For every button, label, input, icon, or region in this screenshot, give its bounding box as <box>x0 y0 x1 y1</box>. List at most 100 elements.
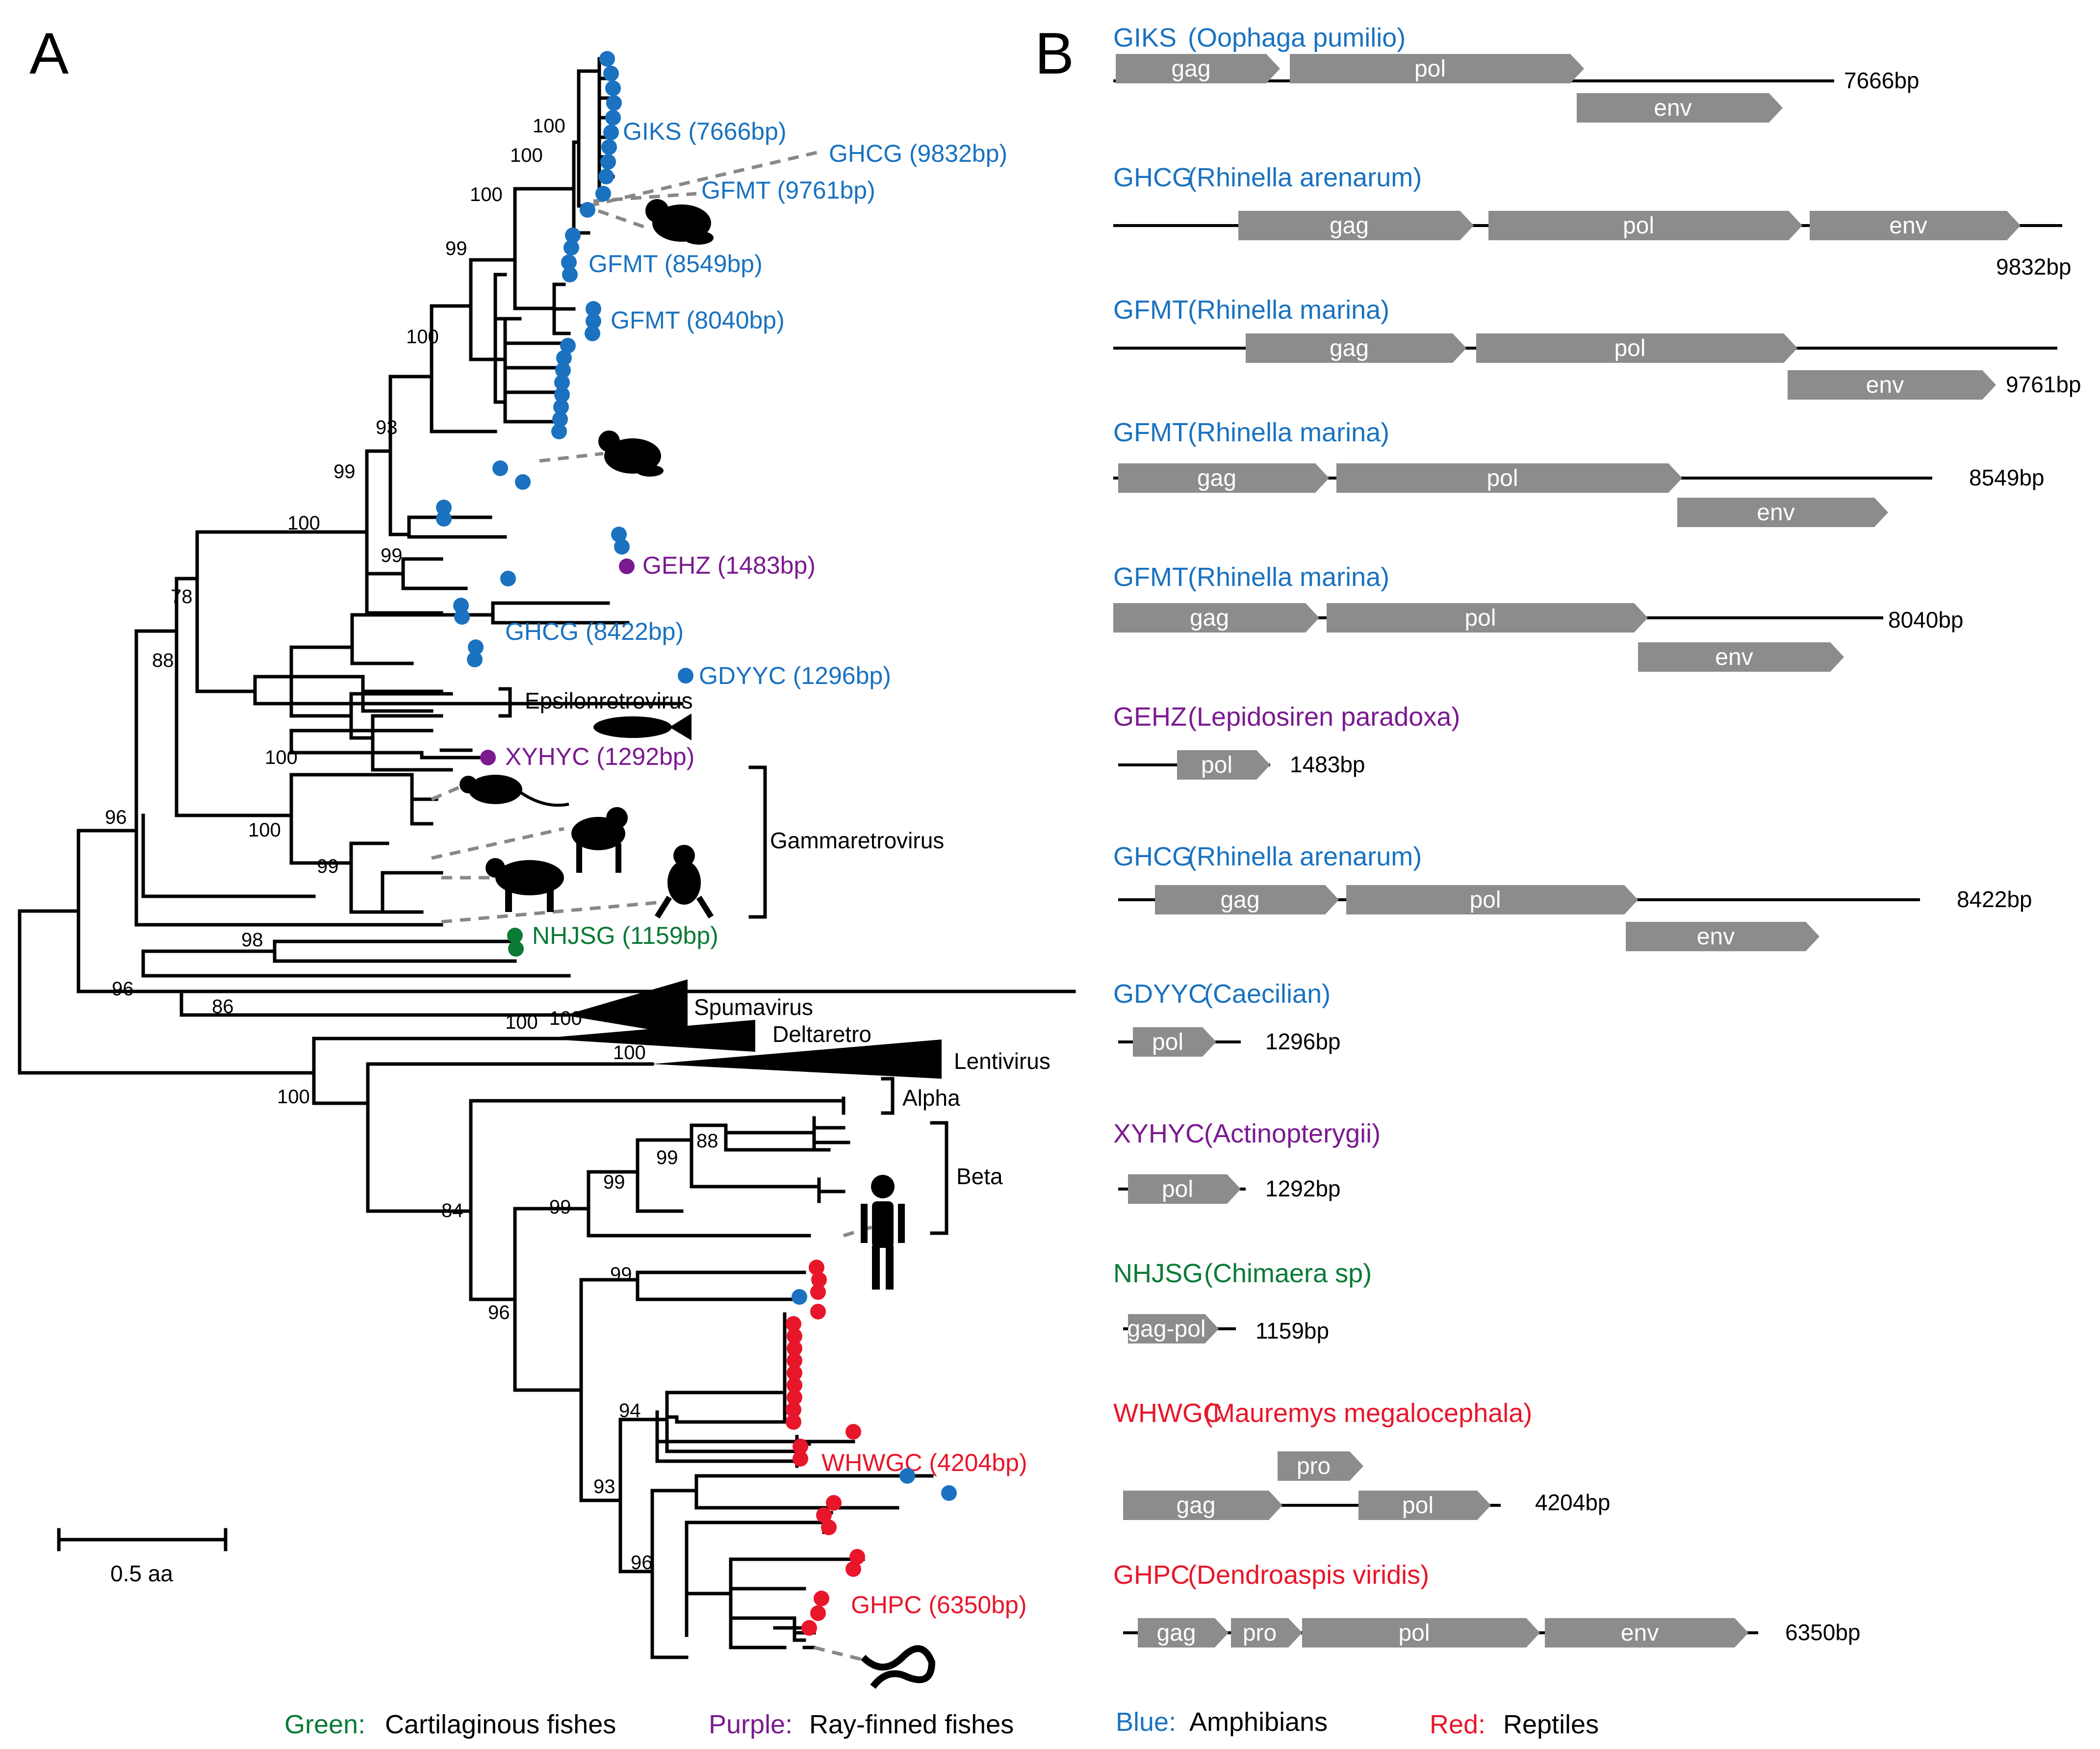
leaf-dot <box>816 1507 832 1523</box>
leaf-dot <box>507 928 523 943</box>
gene-gag-segment <box>1113 603 1319 633</box>
genome-length: 1296bp <box>1265 1029 1341 1054</box>
gene-pol-segment <box>1346 885 1638 914</box>
bootstrap-value: 93 <box>376 417 398 438</box>
genome-species: (Caecilian) <box>1204 979 1331 1009</box>
genome-species: (Rhinella marina) <box>1188 418 1389 447</box>
bootstrap-value: 78 <box>171 586 193 608</box>
gene-pro-segment <box>1278 1451 1363 1481</box>
genome-length: 9832bp <box>1996 254 2072 279</box>
leaf-dot <box>811 1272 827 1288</box>
genome-name: GDYYC <box>1113 979 1207 1009</box>
leaf-dot <box>605 80 621 96</box>
gene-pol-segment <box>1177 750 1270 780</box>
clade-gammaretrovirus: Gammaretrovirus <box>770 828 944 853</box>
leaf-dot <box>786 1316 801 1332</box>
gene-pol-segment <box>1476 333 1797 363</box>
leaf-dot <box>595 186 611 202</box>
bootstrap-value: 96 <box>105 807 127 828</box>
gene-label: gag <box>1171 56 1210 82</box>
genome-row: GDYYC(Caecilian) pol 1296bp <box>1113 979 1341 1057</box>
bootstrap-value: 100 <box>510 145 543 166</box>
bootstrap-value: 100 <box>287 512 320 534</box>
clade-epsilonretrovirus: Epsilonretrovirus <box>525 688 693 713</box>
gene-label: pro <box>1243 1620 1277 1646</box>
leaf-dot <box>849 1549 865 1565</box>
frog-icon <box>654 845 714 919</box>
genome-species: (Rhinella marina) <box>1188 562 1389 592</box>
leaf-dot <box>611 527 627 542</box>
gene-env-segment <box>1545 1618 1748 1648</box>
gene-label: gag <box>1220 887 1259 913</box>
gene-label: gag <box>1190 605 1229 631</box>
bootstrap-value: 98 <box>241 929 263 951</box>
human-icon <box>861 1175 905 1290</box>
gene-label: env <box>1621 1620 1659 1646</box>
genome-name: GFMT <box>1113 418 1188 447</box>
leaf-dot <box>826 1495 842 1511</box>
legend-key-purple: Purple: <box>709 1710 793 1739</box>
leaf-dot <box>436 500 452 515</box>
gene-gag-segment <box>1118 463 1329 493</box>
leaf-dot <box>619 558 635 574</box>
leaf-dot <box>453 598 469 613</box>
leaf-dot <box>786 1414 801 1430</box>
gene-label: pol <box>1614 335 1645 361</box>
leaf-dot <box>614 539 630 555</box>
leaf-dot <box>598 169 614 184</box>
bootstrap-value: 99 <box>317 856 339 877</box>
bootstrap-value: 99 <box>610 1264 632 1285</box>
legend-key-blue: Blue: <box>1116 1707 1176 1737</box>
bootstrap-value: 99 <box>333 461 356 482</box>
leaf-dot <box>601 139 617 155</box>
leaf-dot <box>793 1451 808 1467</box>
genome-species: (Actinopterygii) <box>1204 1119 1381 1148</box>
gene-label: pol <box>1152 1029 1183 1055</box>
genome-species: (Rhinella arenarum) <box>1188 163 1422 192</box>
genome-length: 6350bp <box>1785 1620 1861 1645</box>
gene-label: pol <box>1414 56 1446 82</box>
genome-length: 8422bp <box>1957 887 2032 912</box>
leaf-dot <box>454 609 470 625</box>
gene-pol-segment <box>1336 463 1682 493</box>
bootstrap-value: 100 <box>265 747 298 768</box>
taxon-label-nhjsg: NHJSG (1159bp) <box>532 922 718 949</box>
leaf-dot <box>515 474 531 490</box>
gene-label: pol <box>1398 1620 1430 1646</box>
gene-gag-segment <box>1155 885 1339 914</box>
genome-length: 1159bp <box>1255 1318 1329 1343</box>
leaf-dot <box>468 639 484 655</box>
bootstrap-value: 100 <box>533 115 565 137</box>
genome-length: 1483bp <box>1290 752 1365 777</box>
leaf-dot <box>603 66 619 81</box>
genome-species: (Oophaga pumilio) <box>1188 23 1406 52</box>
gene-gag-segment <box>1246 333 1466 363</box>
gene-label: gag <box>1197 465 1236 491</box>
genome-length: 8040bp <box>1888 607 1964 633</box>
legend-text-blue: Amphibians <box>1189 1707 1328 1737</box>
genome-length: 9761bp <box>2006 372 2081 397</box>
genome-name: GIKS <box>1113 23 1177 52</box>
leaf-dot <box>586 313 601 329</box>
taxon-label-ghcg-9832: GHCG (9832bp) <box>829 140 1007 167</box>
gene-label: pol <box>1486 465 1518 491</box>
leaf-dot <box>941 1485 957 1501</box>
leaf-dot <box>793 1439 808 1454</box>
leaf-dot <box>560 338 576 354</box>
rat-icon <box>460 775 569 807</box>
gene-pro-segment <box>1231 1618 1302 1648</box>
legend: Green: Cartilaginous fishes Purple: Ray-… <box>284 1707 1599 1739</box>
bootstrap-value: 100 <box>248 819 281 841</box>
bootstrap-value: 88 <box>152 650 174 671</box>
bootstrap-value: 99 <box>656 1147 678 1168</box>
leaf-dot <box>787 1390 802 1405</box>
bootstrap-value: 96 <box>488 1302 510 1323</box>
leaf-dot <box>787 1353 802 1369</box>
